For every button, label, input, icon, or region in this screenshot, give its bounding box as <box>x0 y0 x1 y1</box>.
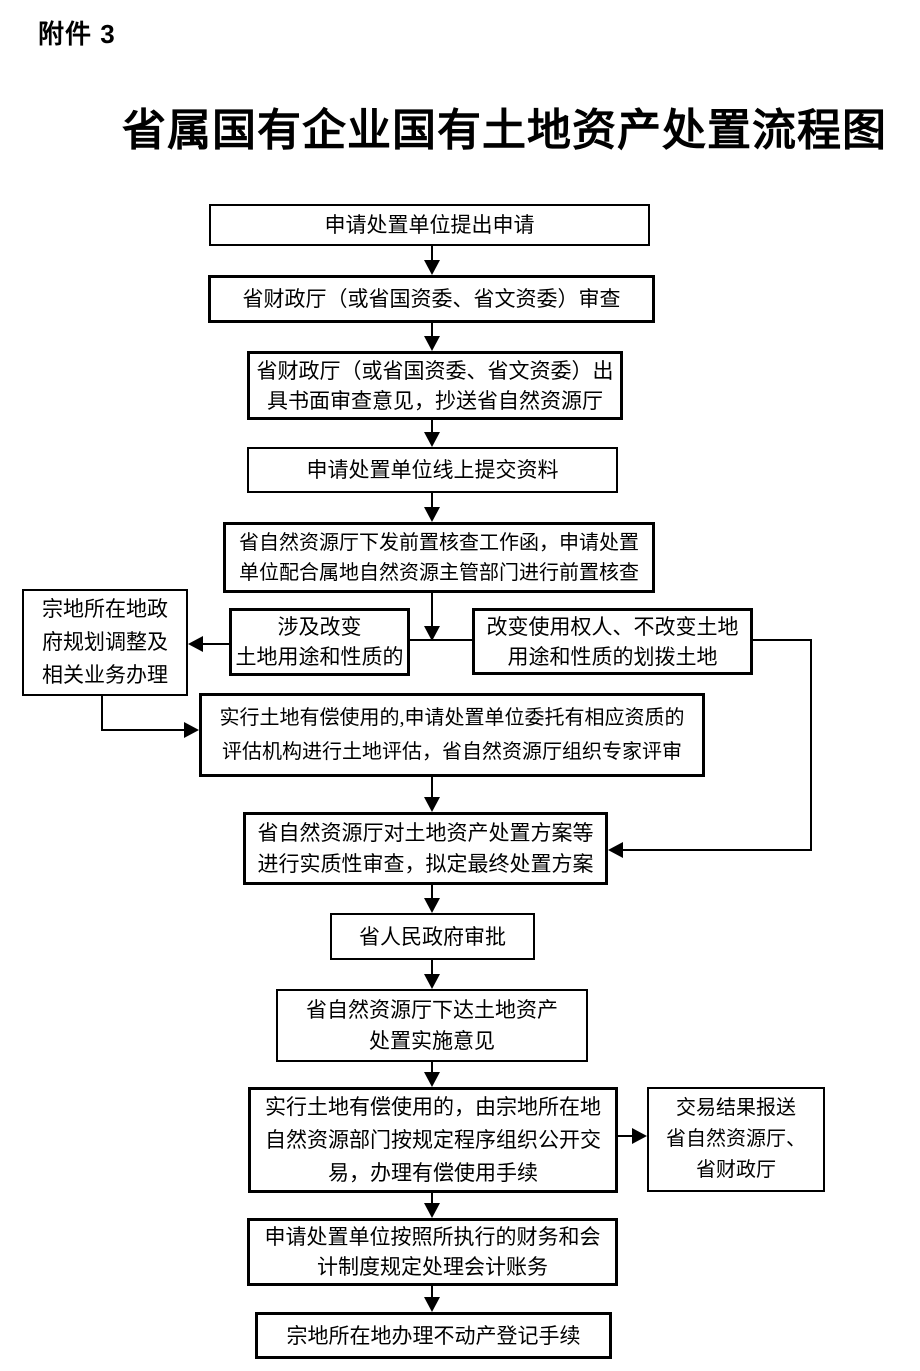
step-text-line: 宗地所在地政 <box>42 597 168 621</box>
connector-right-vertical <box>810 639 812 851</box>
step-text-line: 进行实质性审查，拟定最终处置方案 <box>257 851 594 876</box>
step-text-line: 土地用途和性质的 <box>235 645 404 669</box>
step-submit-application: 申请处置单位提出申请 <box>209 204 650 246</box>
arrow-trading-to-report-head <box>632 1128 647 1144</box>
step-text-line: 评估机构进行土地评估，省自然资源厅组织专家评审 <box>222 741 682 763</box>
step-planning-adjustment: 宗地所在地政 府规划调整及 相关业务办理 <box>22 589 188 696</box>
arrow-online-to-precheck-shaft <box>431 493 433 509</box>
attachment-label: 附件 3 <box>38 19 116 49</box>
connector-branch-right <box>753 639 812 641</box>
connector-planning-across <box>101 729 185 731</box>
arrow-changeuse-to-planning-head <box>188 636 203 652</box>
step-text-line: 申请处置单位提出申请 <box>324 213 535 237</box>
page-title: 省属国有企业国有土地资产处置流程图 <box>122 106 887 155</box>
step-text-line: 省自然资源厅、 <box>666 1128 806 1150</box>
arrow-accounting-to-registration-head <box>424 1297 440 1312</box>
step-finance-review: 省财政厅（或省国资委、省文资委）审查 <box>208 275 655 323</box>
arrow-review-to-approval-head <box>424 898 440 913</box>
step-implementation-opinion: 省自然资源厅下达土地资产 处置实施意见 <box>276 989 588 1062</box>
step-text-line: 交易结果报送 <box>676 1097 796 1119</box>
step-result-report: 交易结果报送 省自然资源厅、 省财政厅 <box>647 1087 825 1192</box>
arrow-planning-to-valuation-head <box>184 722 199 738</box>
step-text-line: 计制度规定处理会计账务 <box>317 1255 548 1279</box>
arrow-opinion-to-online-shaft <box>431 420 433 434</box>
step-text-line: 省财政厅 <box>696 1159 776 1181</box>
step-text-line: 相关业务办理 <box>42 663 168 687</box>
arrow-trading-to-accounting-shaft <box>431 1193 433 1205</box>
arrow-review-to-opinion-head <box>424 336 440 351</box>
step-registration: 宗地所在地办理不动产登记手续 <box>255 1312 612 1359</box>
step-text-line: 具书面审查意见，抄送省自然资源厅 <box>267 388 603 413</box>
step-text-line: 府规划调整及 <box>42 630 168 654</box>
step-text-line: 省自然资源厅下发前置核查工作函，申请处置 <box>239 531 639 554</box>
arrow-approval-to-opinion2-shaft <box>431 960 433 976</box>
step-text-line: 省自然资源厅对土地资产处置方案等 <box>257 820 594 845</box>
step-text-line: 处置实施意见 <box>369 1028 495 1053</box>
connector-branch-center <box>410 639 472 641</box>
arrow-submit-to-review-head <box>424 260 440 275</box>
step-accounting: 申请处置单位按照所执行的财务和会 计制度规定处理会计账务 <box>247 1218 618 1286</box>
step-text-line: 省人民政府审批 <box>359 924 506 949</box>
step-text-line: 实行土地有偿使用的,申请处置单位委托有相应资质的 <box>219 707 685 729</box>
arrow-approval-to-opinion2-head <box>424 974 440 989</box>
arrow-valuation-to-review-head <box>424 797 440 812</box>
step-online-submission: 申请处置单位线上提交资料 <box>247 447 618 493</box>
step-pre-check: 省自然资源厅下发前置核查工作函，申请处置 单位配合属地自然资源主管部门进行前置核… <box>223 522 655 593</box>
step-text-line: 单位配合属地自然资源主管部门进行前置核查 <box>239 561 639 584</box>
arrow-valuation-to-review-shaft <box>431 777 433 799</box>
step-substantive-review: 省自然资源厅对土地资产处置方案等 进行实质性审查，拟定最终处置方案 <box>243 812 608 885</box>
step-government-approval: 省人民政府审批 <box>330 913 535 960</box>
step-text-line: 省财政厅（或省国资委、省文资委）出 <box>256 358 614 383</box>
arrow-review-to-opinion-shaft <box>431 323 433 338</box>
step-public-trading: 实行土地有偿使用的，由宗地所在地 自然资源部门按规定程序组织公开交 易，办理有偿… <box>248 1087 618 1193</box>
step-written-opinion: 省财政厅（或省国资委、省文资委）出 具书面审查意见，抄送省自然资源厅 <box>247 351 623 420</box>
step-text-line: 用途和性质的划拨土地 <box>507 644 718 669</box>
step-allocation-no-change: 改变使用权人、不改变土地 用途和性质的划拨土地 <box>472 608 753 675</box>
step-text-line: 自然资源部门按规定程序组织公开交 <box>265 1127 601 1152</box>
arrow-submit-to-review-shaft <box>431 246 433 262</box>
step-text-line: 省自然资源厅下达土地资产 <box>306 997 558 1022</box>
arrow-trading-to-accounting-head <box>424 1203 440 1218</box>
arrow-review-to-approval-shaft <box>431 885 433 900</box>
step-text-line: 涉及改变 <box>277 615 362 639</box>
step-valuation: 实行土地有偿使用的,申请处置单位委托有相应资质的 评估机构进行土地评估，省自然资… <box>199 693 705 777</box>
arrow-changeuse-to-planning-shaft <box>203 643 229 645</box>
step-change-of-use: 涉及改变 土地用途和性质的 <box>229 608 410 676</box>
arrow-opinion2-to-trading-head <box>424 1072 440 1087</box>
arrow-online-to-precheck-head <box>424 507 440 522</box>
arrow-precheck-to-branch-head <box>424 626 440 641</box>
arrow-accounting-to-registration-shaft <box>431 1286 433 1299</box>
connector-planning-down <box>101 696 103 731</box>
step-text-line: 实行土地有偿使用的，由宗地所在地 <box>265 1094 601 1119</box>
step-text-line: 易，办理有偿使用手续 <box>328 1160 538 1185</box>
step-text-line: 申请处置单位线上提交资料 <box>306 458 559 482</box>
arrow-opinion-to-online-head <box>424 432 440 447</box>
connector-right-to-review <box>623 849 812 851</box>
arrow-trading-to-report-shaft <box>618 1135 634 1137</box>
step-text-line: 改变使用权人、不改变土地 <box>486 614 739 639</box>
step-text-line: 宗地所在地办理不动产登记手续 <box>286 1323 581 1348</box>
step-text-line: 省财政厅（或省国资委、省文资委）审查 <box>242 287 621 311</box>
arrow-into-substantive-review-head <box>608 842 623 858</box>
arrow-precheck-to-branch-shaft <box>431 593 433 628</box>
arrow-opinion2-to-trading-shaft <box>431 1062 433 1074</box>
step-text-line: 申请处置单位按照所执行的财务和会 <box>264 1225 601 1249</box>
